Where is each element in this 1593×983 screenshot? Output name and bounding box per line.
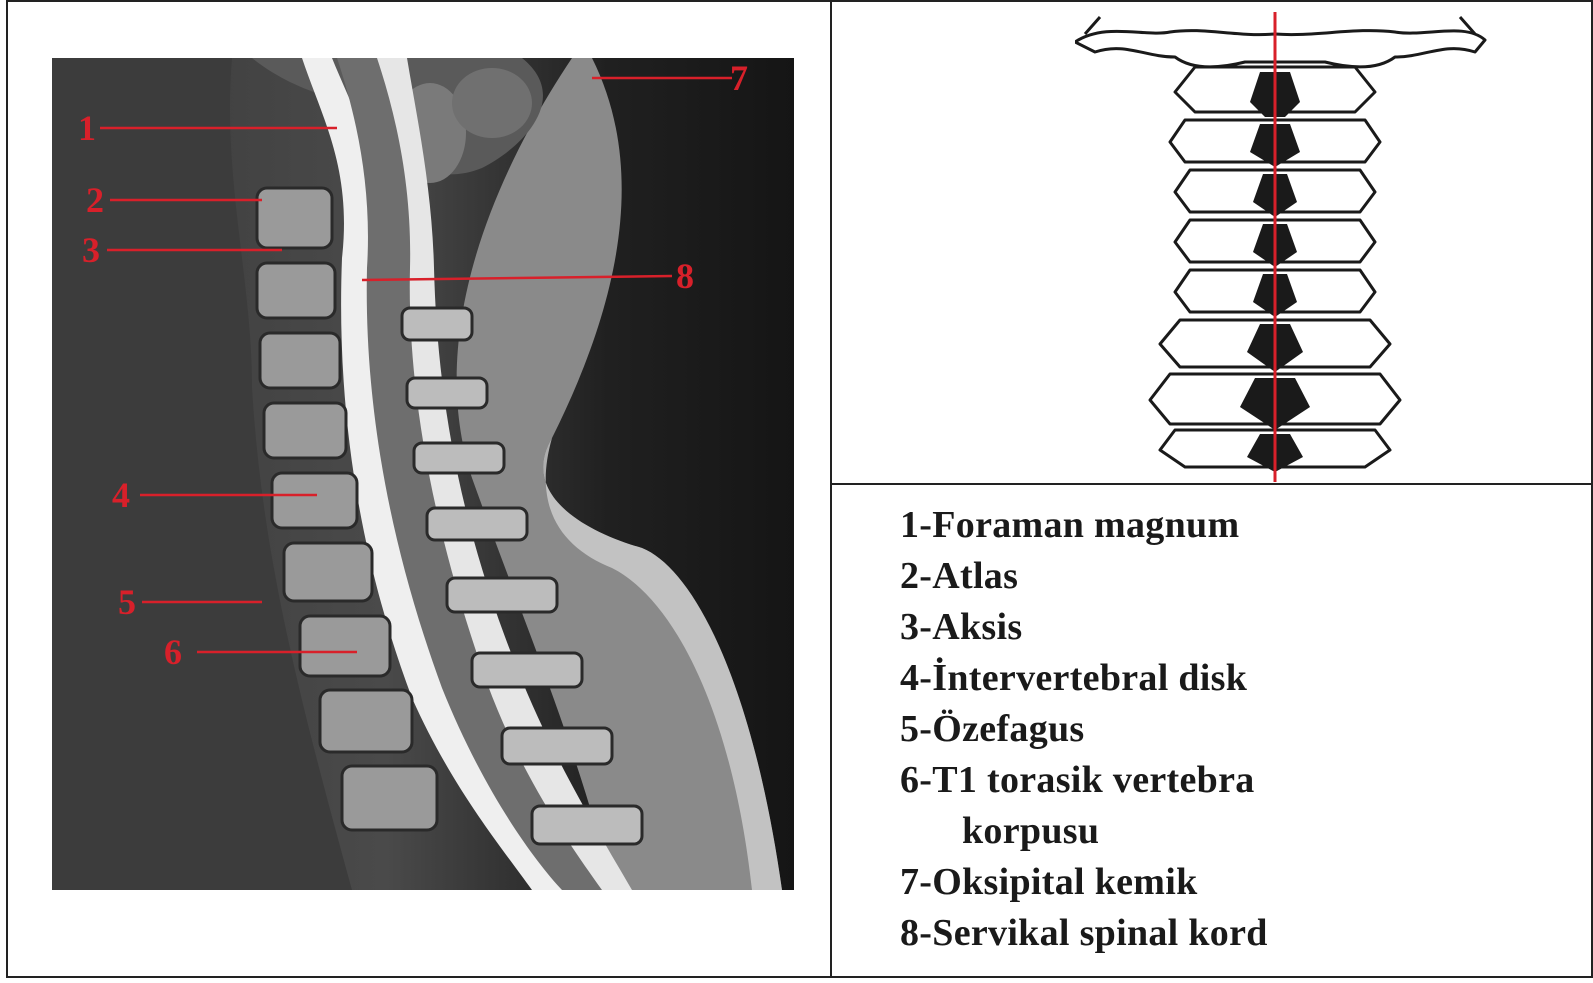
- vertical-divider: [830, 0, 832, 978]
- legend-item-7: 7-Oksipital kemik: [900, 857, 1560, 908]
- legend-item-8: 8-Servikal spinal kord: [900, 908, 1560, 959]
- mri-label-7: 7: [730, 58, 748, 98]
- legend-item-2: 2-Atlas: [900, 551, 1560, 602]
- mri-label-1: 1: [78, 108, 96, 148]
- mri-label-5: 5: [118, 582, 136, 622]
- legend-item-6-continuation: korpusu: [900, 806, 1560, 857]
- mri-label-6: 6: [164, 632, 182, 672]
- horizontal-divider: [830, 483, 1593, 485]
- mri-label-8: 8: [676, 256, 694, 296]
- spine-drawing: [1075, 12, 1505, 482]
- mri-drawing: 1 2 3 4 5 6 7 8: [52, 58, 794, 890]
- legend-item-5: 5-Özefagus: [900, 704, 1560, 755]
- mri-label-2: 2: [86, 180, 104, 220]
- mri-label-4: 4: [112, 475, 130, 515]
- cervical-spine-illustration: [1075, 12, 1505, 482]
- mri-sagittal-image: 1 2 3 4 5 6 7 8: [52, 58, 794, 890]
- legend-item-4: 4-İntervertebral disk: [900, 653, 1560, 704]
- legend-item-3: 3-Aksis: [900, 602, 1560, 653]
- mri-label-3: 3: [82, 230, 100, 270]
- legend-item-6: 6-T1 torasik vertebra: [900, 755, 1560, 806]
- legend: 1-Foraman magnum 2-Atlas 3-Aksis 4-İnter…: [900, 500, 1560, 959]
- legend-item-1: 1-Foraman magnum: [900, 500, 1560, 551]
